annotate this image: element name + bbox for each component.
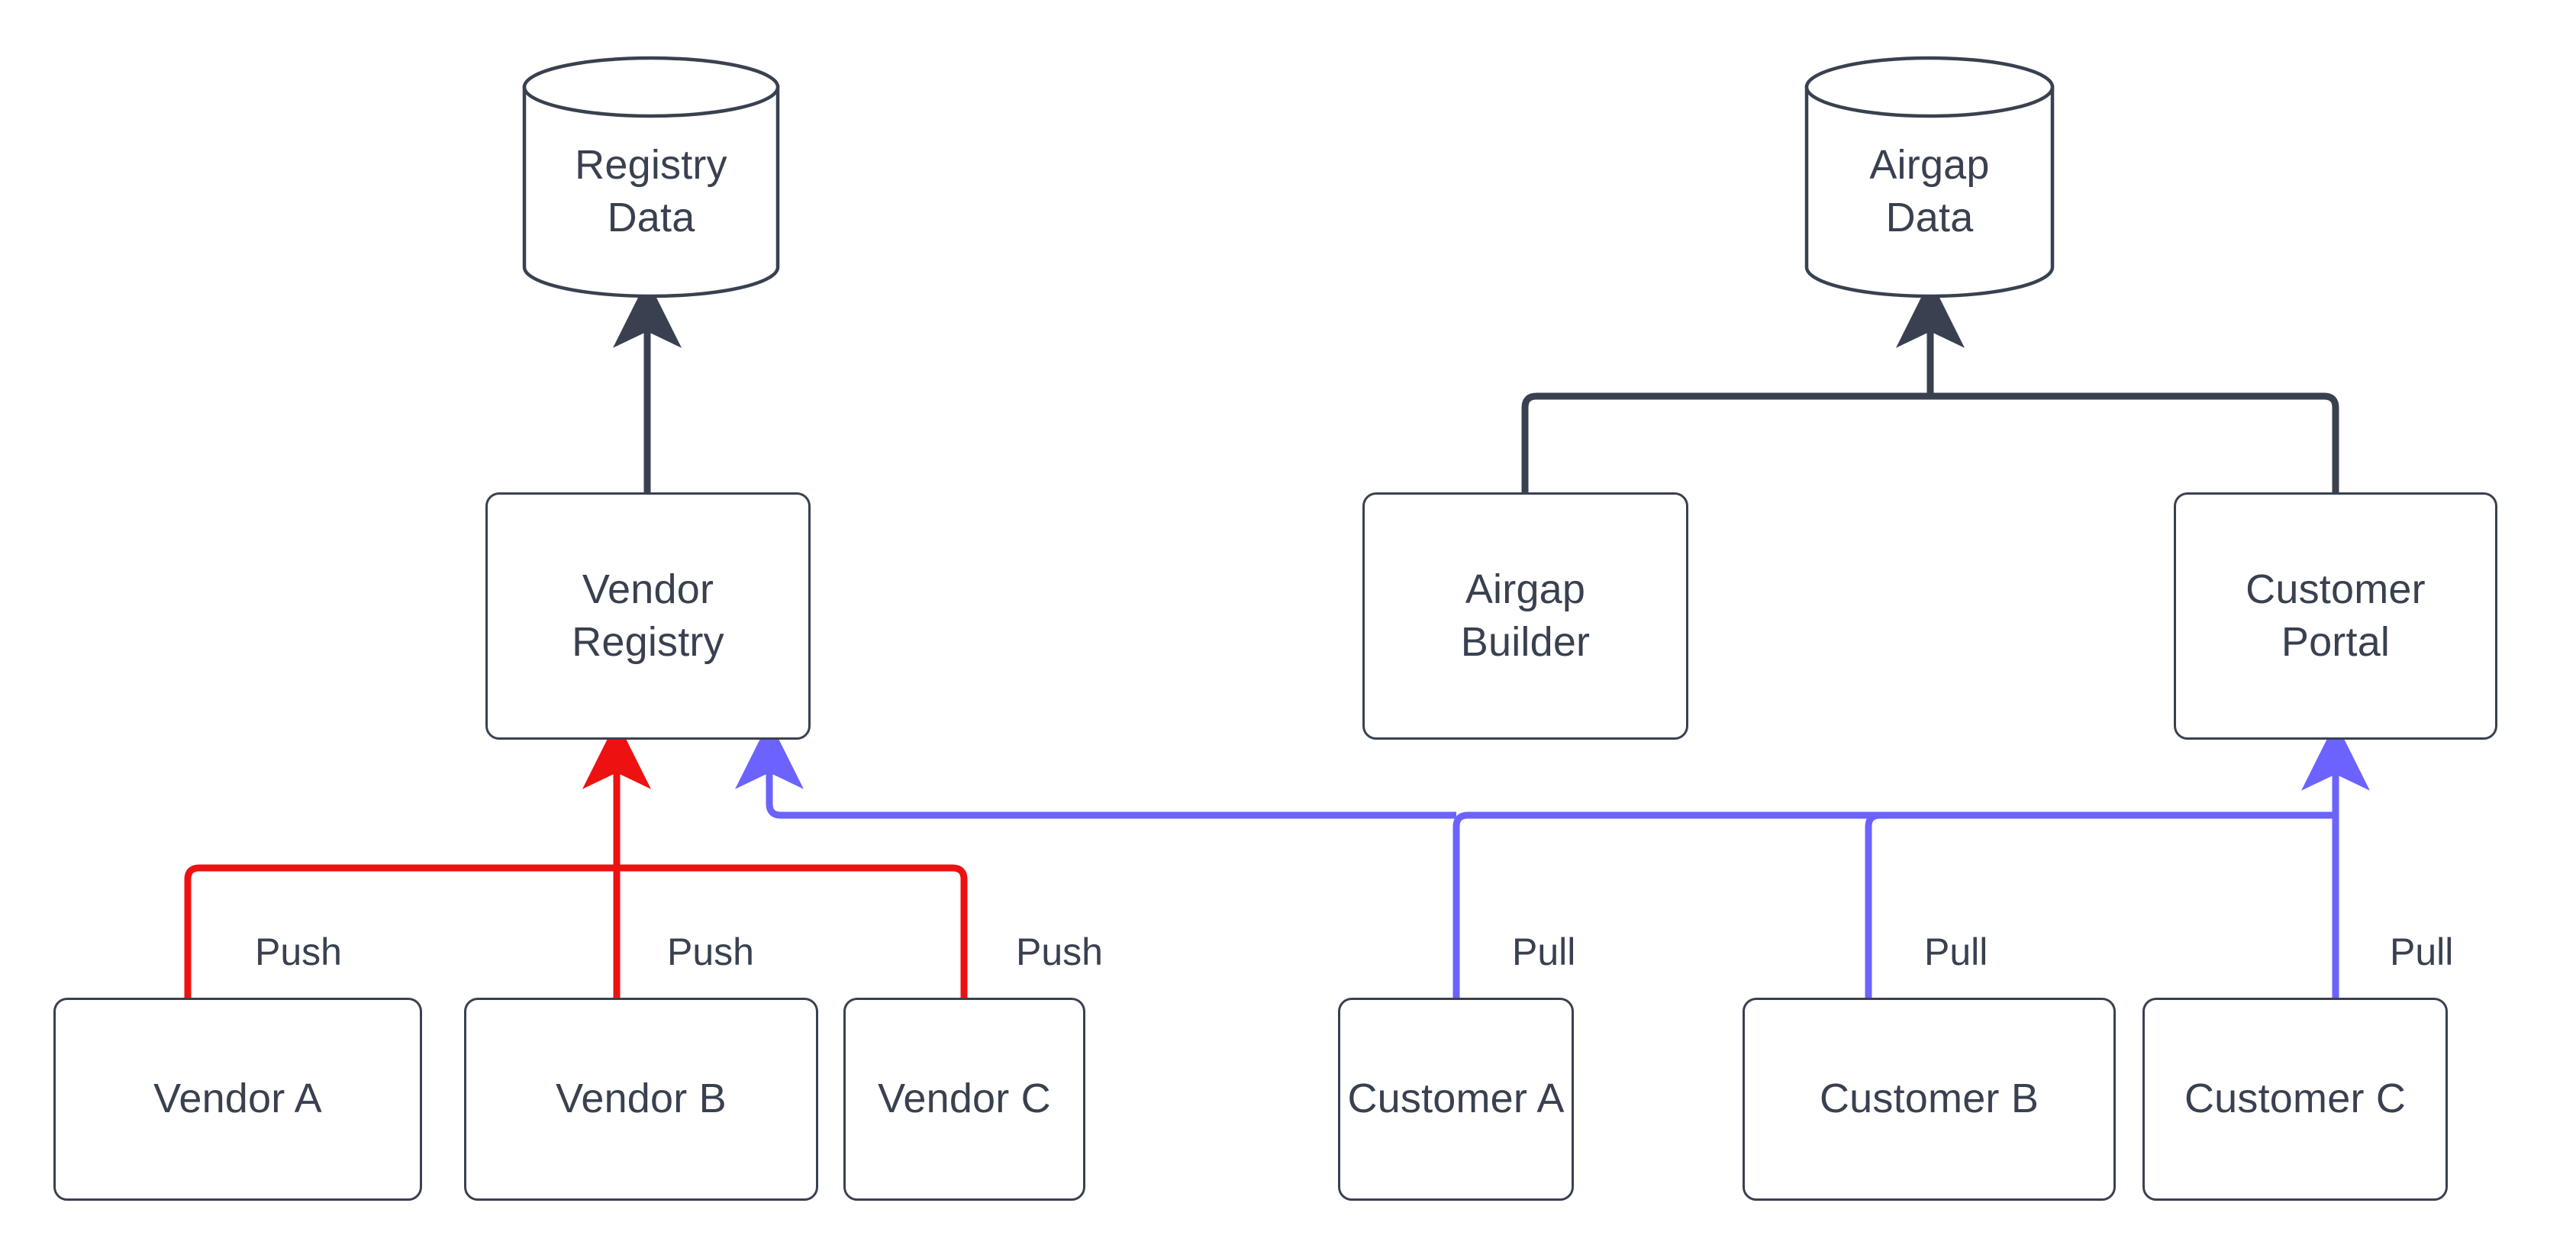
node-customer-b-label: Customer B xyxy=(1819,1076,2039,1122)
store-registry-data-label: Registry Data xyxy=(575,142,727,241)
node-vendor-c-label: Vendor C xyxy=(878,1076,1051,1122)
node-vendor-b-label: Vendor B xyxy=(556,1076,727,1122)
edge-vendor-a-push xyxy=(184,864,617,998)
edge-pull-bus-branch-registry xyxy=(735,720,1456,819)
node-vendor-registry-label: Vendor Registry xyxy=(572,566,724,665)
node-airgap-builder-label: Airgap Builder xyxy=(1460,566,1591,665)
edge-vendor-c-push xyxy=(617,864,968,998)
store-airgap-data[interactable]: Airgap Data xyxy=(1804,55,2055,299)
node-customer-c-label: Customer C xyxy=(2184,1076,2407,1122)
edge-customer-a-pull xyxy=(1452,811,2336,998)
edge-customer-portal-to-airgap-data xyxy=(1930,392,2339,492)
edge-label-push-vendor-a: Push xyxy=(250,933,347,971)
edge-label-push-vendor-c: Push xyxy=(1011,933,1107,971)
node-vendor-a[interactable]: Vendor A xyxy=(53,998,422,1201)
edge-label-pull-customer-b: Pull xyxy=(1920,933,1993,971)
edge-label-push-vendor-b: Push xyxy=(663,933,759,971)
node-vendor-a-label: Vendor A xyxy=(153,1076,322,1122)
node-customer-b[interactable]: Customer B xyxy=(1743,998,2116,1201)
node-vendor-registry[interactable]: Vendor Registry xyxy=(485,492,811,740)
store-airgap-data-label: Airgap Data xyxy=(1869,142,1990,241)
edge-label-pull-customer-c: Pull xyxy=(2385,933,2458,971)
node-customer-c[interactable]: Customer C xyxy=(2142,998,2448,1201)
edge-airgap-builder-to-airgap-data xyxy=(1521,392,1930,492)
node-vendor-b[interactable]: Vendor B xyxy=(464,998,818,1201)
node-customer-a-label: Customer A xyxy=(1347,1076,1565,1122)
node-customer-portal[interactable]: Customer Portal xyxy=(2174,492,2497,740)
store-registry-data[interactable]: Registry Data xyxy=(521,55,781,299)
node-customer-a[interactable]: Customer A xyxy=(1338,998,1574,1201)
node-airgap-builder[interactable]: Airgap Builder xyxy=(1362,492,1688,740)
node-vendor-c[interactable]: Vendor C xyxy=(843,998,1085,1201)
node-customer-portal-label: Customer Portal xyxy=(2246,566,2426,665)
edge-label-pull-customer-a: Pull xyxy=(1507,933,1581,971)
edge-customer-b-pull xyxy=(1865,811,2336,998)
